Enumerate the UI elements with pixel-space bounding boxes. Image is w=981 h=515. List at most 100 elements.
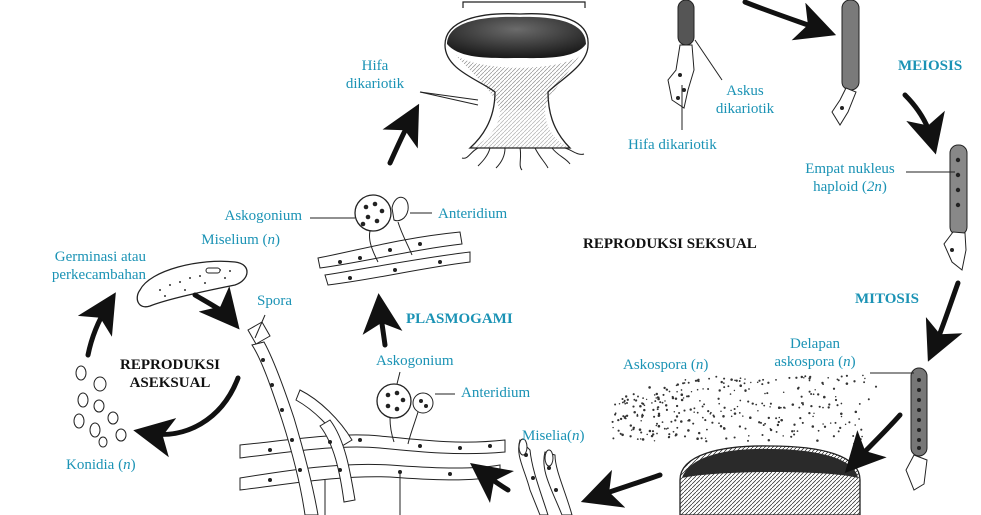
- ascospore-dot: [857, 436, 859, 438]
- label-askus-dikariotik: Askus dikariotik: [715, 83, 775, 117]
- ascospore-dot: [617, 418, 620, 422]
- ascospore-dot: [683, 435, 687, 438]
- label-askogonium-bottom: Askogonium: [376, 353, 454, 369]
- ascospore-cloud: [611, 374, 878, 445]
- ascospore-dot: [656, 432, 658, 435]
- ascospore-dot: [727, 385, 730, 388]
- ascospore-dot: [832, 435, 835, 438]
- ascospore-dot: [687, 429, 690, 432]
- ascospore-dot: [682, 382, 685, 385]
- ascospore-dot: [776, 423, 780, 427]
- ascospore-dot: [711, 421, 714, 424]
- ascospore-dot: [793, 423, 796, 426]
- ascocarp-bottom: [679, 445, 861, 515]
- ascospore-dot: [666, 388, 669, 391]
- ascospore-dot: [764, 392, 766, 395]
- ascospore-dot: [853, 380, 856, 383]
- label-germinasi: Germinasi atau perkecambahan: [51, 249, 146, 283]
- label-anteridium-top: Anteridium: [438, 206, 508, 222]
- ascospore-dot: [858, 402, 861, 405]
- ascospore-dot: [674, 434, 677, 437]
- ascospore-dot: [708, 377, 711, 380]
- label-miselium: Miselium (n): [201, 232, 280, 248]
- ascospore-dot: [791, 403, 795, 406]
- ascospore-dot: [723, 427, 726, 430]
- ascospore-dot: [632, 393, 635, 396]
- ascospore-dot: [633, 398, 636, 401]
- ascospore-dot: [764, 422, 767, 425]
- ascospore-dot: [696, 411, 699, 414]
- ascospore-dot: [760, 421, 762, 424]
- ascospore-dot: [722, 415, 725, 418]
- ascospore-dot: [861, 435, 863, 438]
- ascospore-dot: [799, 416, 802, 420]
- ascospore-dot: [687, 381, 690, 384]
- germinating-conidium: [136, 260, 248, 308]
- ascospore-dot: [783, 406, 786, 409]
- ascospore-dot: [668, 433, 671, 436]
- ascospore-dot: [629, 435, 632, 438]
- ascospore-dot: [766, 392, 769, 395]
- ascospore-dot: [635, 399, 637, 402]
- ascospore-dot: [656, 422, 658, 425]
- ascospore-dot: [747, 400, 750, 403]
- ascospore-dot: [653, 440, 656, 442]
- ascospore-dot: [664, 400, 666, 402]
- ascospore-dot: [775, 417, 778, 420]
- cycle-arrows: [77, 0, 963, 508]
- ascospore-dot: [736, 405, 739, 408]
- ascospore-dot: [654, 400, 657, 403]
- hyphal-network: [239, 321, 506, 515]
- stage-plasmogami: PLASMOGAMI: [406, 311, 513, 327]
- ascospore-dot: [725, 437, 728, 440]
- ascospore-dot: [780, 406, 782, 409]
- label-hifa-dikariotik-right: Hifa dikariotik: [628, 137, 717, 153]
- ascospore-dot: [709, 412, 712, 415]
- ascospore-dot: [702, 388, 704, 390]
- ascospore-dot: [755, 403, 758, 406]
- ascospore-dot: [769, 402, 772, 405]
- ascospore-dot: [673, 411, 676, 413]
- ascospore-dot: [748, 435, 750, 437]
- ascospore-dot: [802, 402, 804, 404]
- ascospore-dot: [796, 430, 799, 432]
- ascospore-dot: [696, 379, 699, 382]
- ascospore-dot: [663, 386, 666, 390]
- ascospore-dot: [693, 411, 695, 413]
- ascospore-dot: [722, 382, 725, 385]
- ascospore-dot: [680, 389, 683, 391]
- ascospore-dot: [862, 374, 864, 377]
- ascospore-dot: [762, 378, 765, 381]
- ascospore-dot: [632, 405, 635, 408]
- label-delapan-askospora: Delapan askospora (n): [774, 336, 856, 370]
- ascospore-dot: [636, 438, 639, 440]
- ascospore-dot: [661, 421, 664, 423]
- ascospore-dot: [840, 375, 843, 378]
- ascospore-dot: [657, 412, 661, 416]
- ascospore-dot: [655, 424, 658, 427]
- ascospore-dot: [810, 393, 813, 395]
- ascospore-dot: [720, 410, 722, 413]
- ascospore-dot: [621, 401, 624, 404]
- ascospore-dot: [822, 406, 824, 409]
- ascospore-dot: [670, 420, 673, 423]
- ascospore-dot: [735, 379, 738, 382]
- ascospore-dot: [793, 433, 796, 436]
- ascospore-dot: [638, 428, 642, 431]
- ascospore-dot: [675, 415, 679, 418]
- ascospore-dot: [680, 398, 684, 402]
- ascospore-dot: [703, 403, 706, 406]
- ascospore-dot: [624, 402, 627, 405]
- ascospore-dot: [636, 414, 639, 417]
- ascospore-dot: [782, 391, 785, 394]
- ascospore-dot: [619, 432, 622, 435]
- ascospore-dot: [744, 427, 747, 430]
- ascospore-dot: [778, 416, 781, 419]
- ascospore-dot: [808, 390, 811, 393]
- ascospore-dot: [782, 435, 784, 437]
- ascospore-dot: [803, 376, 805, 379]
- ascospore-dot: [791, 430, 794, 433]
- ascospore-dot: [738, 411, 741, 414]
- ascospore-dot: [827, 376, 830, 379]
- ascospore-dot: [612, 437, 615, 440]
